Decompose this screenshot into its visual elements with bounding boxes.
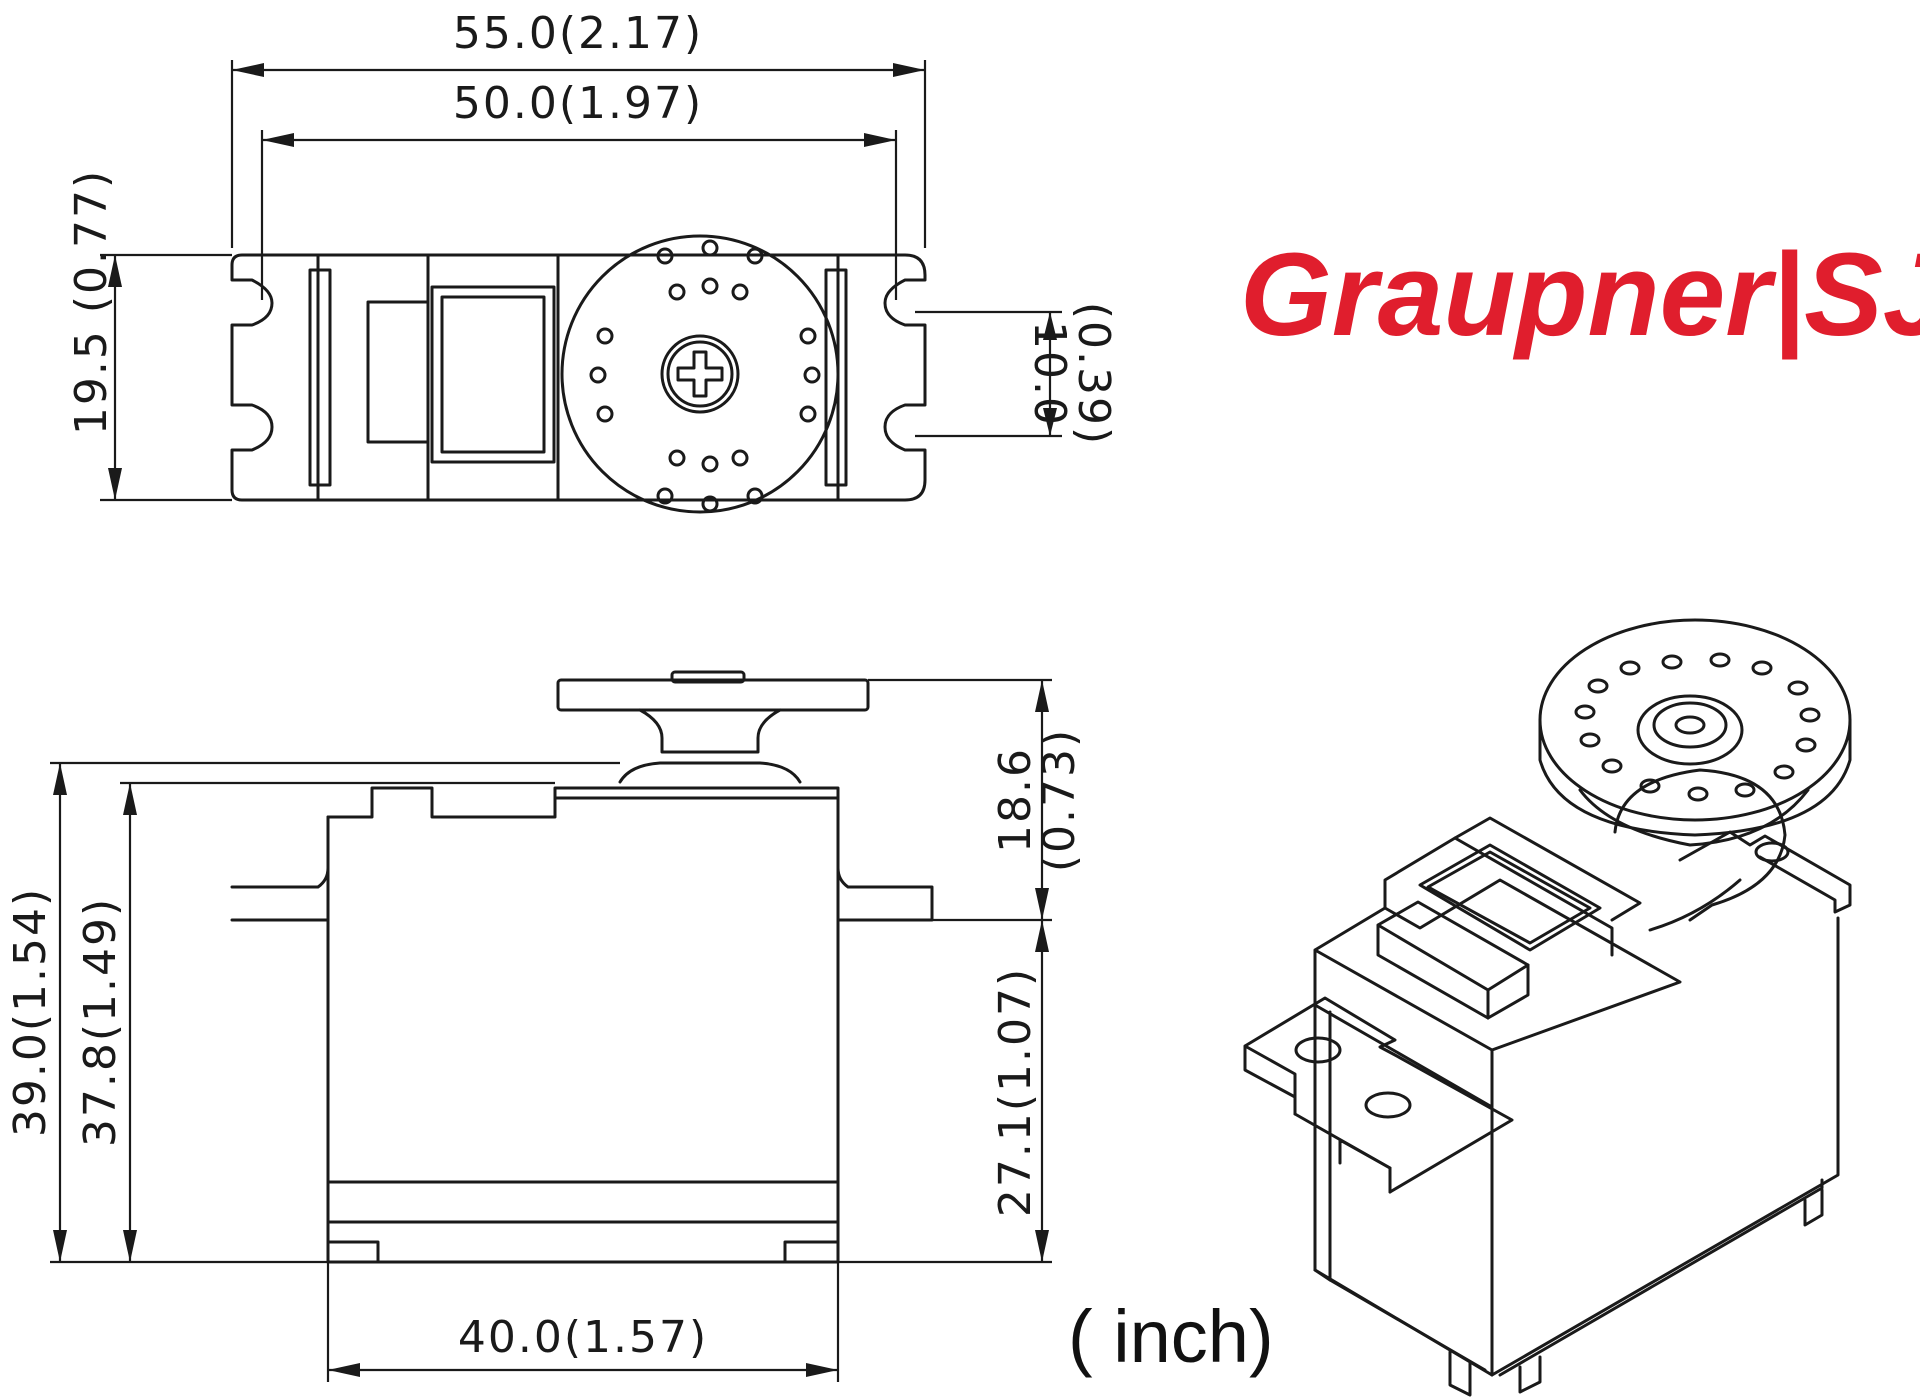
top-view-output-horn [560,234,840,514]
iso-cap [1376,900,1530,1020]
hole-pair-spacing-in-label: (0.39) [1068,302,1119,446]
height-below-flange-label: 27.1(1.07) [990,967,1041,1217]
overall-height-label: 39.0(1.54) [5,887,56,1137]
case-height-label: 37.8(1.49) [75,897,126,1147]
top-view-case-edge-right [824,268,848,487]
iso-horn-holes [1574,652,1821,802]
side-view-flange [230,815,934,922]
brand-logo: Graupner|SJ [1240,229,1920,361]
dim-case-length: 40.0(1.57) [326,1262,840,1382]
brand-logo-text: Graupner|SJ [1240,229,1920,361]
dim-body-width: 19.5 (0.77) [66,169,232,502]
top-view-case-edge-left [308,268,332,487]
top-view-cap [366,300,430,444]
top-view-horn-screw [676,350,724,398]
iso-flange-hole-1 [1294,1036,1342,1064]
iso-top-panel [1418,843,1602,952]
iso-case-side [1490,916,1840,1377]
mount-hole-spacing-label: 50.0(1.97) [453,78,703,129]
side-view-horn-screw [670,670,746,684]
height-above-flange-mm-label: 18.6 [990,747,1041,853]
units-note: ( inch) [1068,1295,1274,1378]
top-view-output-shaft [660,334,740,414]
iso-gear-dome [1613,768,1787,922]
side-view-case [326,786,840,1224]
body-width-label: 19.5 (0.77) [66,169,117,435]
top-view: 55.0(2.17) 50.0(1.97) 19.5 (0.77) [66,8,1119,514]
height-above-flange-in-label: (0.73) [1034,728,1085,872]
iso-output-shaft [1636,694,1744,766]
dim-height-below-flange: 27.1(1.07) [838,920,1052,1264]
dim-overall-height: 39.0(1.54) [5,761,620,1264]
top-view-top-panel [430,285,556,464]
top-view-horn-holes [589,239,821,513]
dim-hole-pair-spacing: 10.0 (0.39) [915,302,1119,446]
dim-mount-hole-spacing: 50.0(1.97) [260,78,898,300]
dim-case-height: 37.8(1.49) [75,781,555,1262]
iso-flange-hole-2 [1364,1091,1412,1119]
dim-height-above-flange: 18.6 (0.73) [868,678,1085,922]
dim-overall-width: 55.0(2.17) [230,8,927,248]
hole-pair-spacing-mm-label: 10.0 [1024,321,1075,427]
case-length-label: 40.0(1.57) [458,1312,708,1363]
iso-case-top [1313,878,1682,1109]
top-view-case [316,253,840,502]
iso-view [1243,618,1852,1397]
overall-width-label: 55.0(2.17) [453,8,703,59]
side-view: 39.0(1.54) 37.8(1.49) 18.6 (0.73) 27. [5,670,1085,1382]
top-view-flange [230,253,927,502]
side-view-horn-disc [556,678,870,712]
